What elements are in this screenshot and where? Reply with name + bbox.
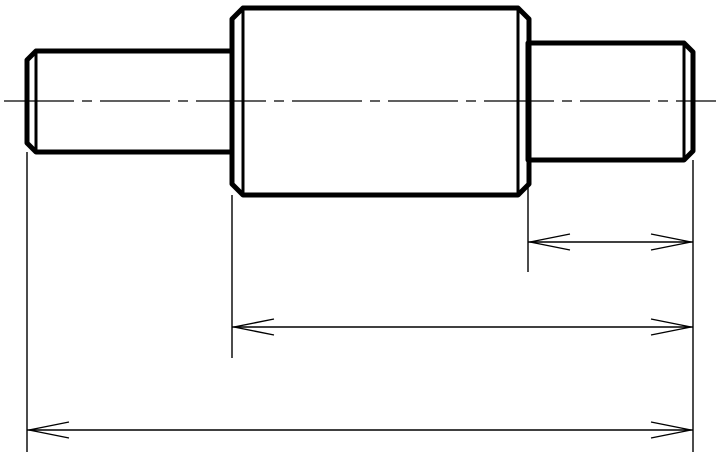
arrowhead-left <box>28 421 70 439</box>
dimension-right-journal-length <box>528 233 693 251</box>
arrowhead-left <box>233 318 275 336</box>
arrowhead-right <box>650 318 692 336</box>
dimension-collar-to-end-length <box>232 318 693 336</box>
arrowhead-right <box>650 233 692 251</box>
dimension-overall-length <box>27 421 693 439</box>
arrowhead-left <box>529 233 571 251</box>
arrowhead-right <box>650 421 692 439</box>
extension-lines <box>26 152 694 452</box>
